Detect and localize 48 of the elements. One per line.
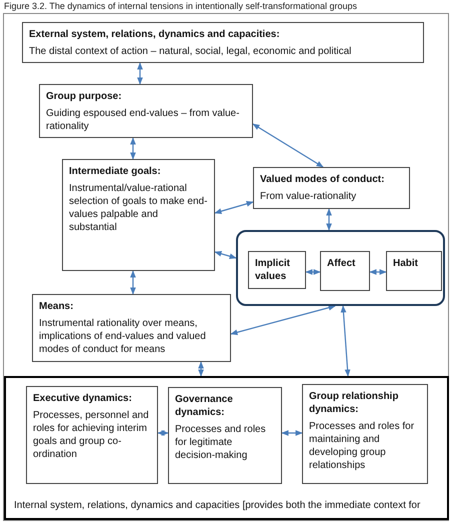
box-heading: Implicit values bbox=[255, 257, 292, 283]
double-arrow bbox=[252, 123, 324, 168]
box-description: Guiding espoused end-values – from value-rationality bbox=[46, 107, 240, 133]
box-description: Processes and roles for legitimate decision-making bbox=[175, 423, 267, 462]
box-description: Processes, personnel and roles for achieving interim goals and group co-ordination bbox=[33, 409, 150, 461]
box-heading: Valued modes of conduct: bbox=[260, 173, 386, 186]
text-box bbox=[22, 22, 424, 63]
internal-system-box bbox=[4, 376, 449, 520]
double-arrow bbox=[157, 430, 169, 436]
double-arrow bbox=[130, 270, 136, 295]
double-arrow bbox=[214, 251, 237, 259]
text-box bbox=[302, 384, 428, 484]
box-heading: External system, relations, dynamics and capacities: bbox=[29, 28, 281, 41]
box-heading: Executive dynamics: bbox=[33, 392, 133, 405]
box-heading: Habit bbox=[393, 257, 419, 270]
box-heading: Means: bbox=[39, 300, 74, 313]
text-box bbox=[168, 387, 282, 484]
box-heading: Governance dynamics: bbox=[175, 393, 234, 419]
box-caption: Internal system, relations, dynamics and capacities [provides both the immediate context for bbox=[14, 499, 422, 512]
box-description: From value-rationality bbox=[260, 190, 358, 203]
box-description: The distal context of action – natural, social, legal, economic and political bbox=[29, 45, 352, 58]
double-arrow bbox=[130, 137, 136, 160]
box-heading: Group purpose: bbox=[46, 90, 123, 103]
text-box bbox=[39, 84, 253, 138]
double-arrow bbox=[214, 201, 254, 214]
double-arrow bbox=[305, 269, 321, 275]
double-arrow bbox=[230, 304, 336, 336]
box-heading: Intermediate goals: bbox=[69, 165, 162, 178]
figure-title: Figure 3.2. The dynamics of internal tensions in intentionally self-transformational groups bbox=[4, 1, 358, 11]
double-arrow bbox=[281, 430, 303, 436]
text-box bbox=[26, 386, 158, 484]
text-box bbox=[32, 294, 231, 362]
rounded-group-box bbox=[236, 230, 445, 306]
double-arrow bbox=[198, 361, 204, 377]
double-arrow bbox=[369, 269, 387, 275]
double-arrow bbox=[137, 62, 143, 85]
text-box bbox=[386, 251, 442, 291]
double-arrow bbox=[326, 208, 332, 231]
box-description: Instrumental rationality over means, implications of end-values and valued modes of conduct for means bbox=[39, 317, 207, 356]
text-box bbox=[248, 251, 306, 289]
box-description: Processes and roles for maintaining and developing group relationships bbox=[309, 420, 416, 472]
box-heading: Affect bbox=[327, 257, 356, 270]
double-arrow bbox=[340, 305, 350, 377]
text-box bbox=[253, 167, 410, 209]
box-description: Instrumental/value-rational selection of goals to make end-values palpable and substantial bbox=[69, 182, 208, 234]
text-box bbox=[62, 159, 215, 271]
text-box bbox=[320, 251, 370, 291]
box-heading: Group relationship dynamics: bbox=[309, 390, 400, 416]
